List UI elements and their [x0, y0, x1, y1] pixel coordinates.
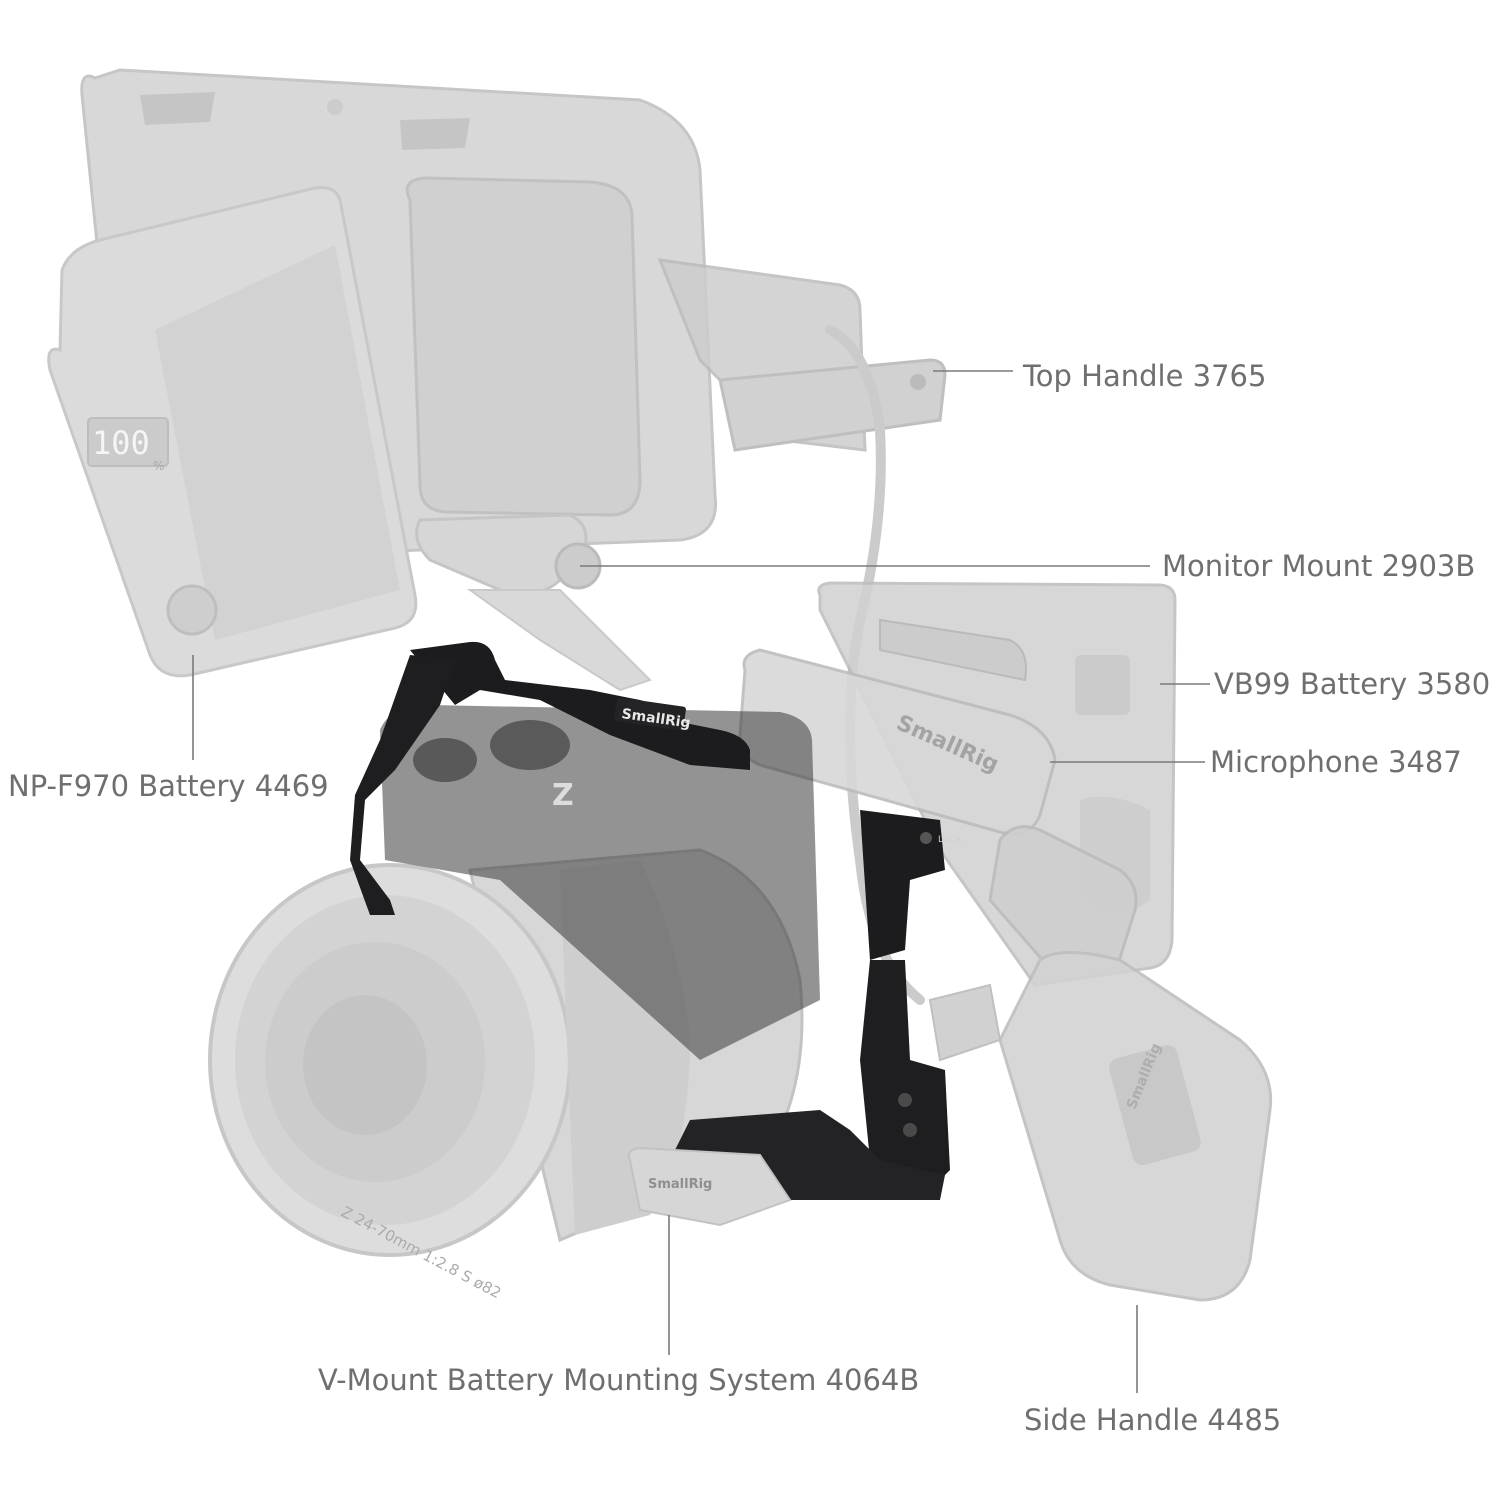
camera-body: Z: [380, 705, 820, 1060]
callout-npf970-battery: NP-F970 Battery 4469: [8, 769, 329, 803]
svg-text:SmallRig: SmallRig: [648, 1177, 712, 1192]
camera-cage: SmallRig LOCK SmallRig: [350, 641, 963, 1227]
lens: Z 24-70mm 1:2.8 S ø82: [208, 848, 804, 1302]
battery-button: [166, 584, 218, 636]
callout-vb99-battery: VB99 Battery 3580: [1214, 667, 1491, 701]
svg-text:Z: Z: [552, 778, 574, 813]
microphone-unit: SmallRig: [738, 618, 1057, 836]
battery-display-text: 100: [92, 424, 150, 462]
leader-lines: [192, 370, 1210, 1393]
svg-text:%: %: [153, 459, 164, 473]
callout-side-handle: Side Handle 4485: [1024, 1403, 1282, 1437]
callout-monitor-mount: Monitor Mount 2903B: [1162, 549, 1476, 583]
side-handle: SmallRig: [928, 825, 1273, 1302]
callout-top-handle: Top Handle 3765: [1023, 359, 1267, 393]
battery-display: [87, 417, 169, 467]
callout-microphone: Microphone 3487: [1210, 745, 1462, 779]
monitor-assembly: 100 %: [47, 68, 718, 692]
svg-text:LOCK: LOCK: [938, 835, 963, 845]
callout-vmount-system: V-Mount Battery Mounting System 4064B: [318, 1363, 920, 1397]
